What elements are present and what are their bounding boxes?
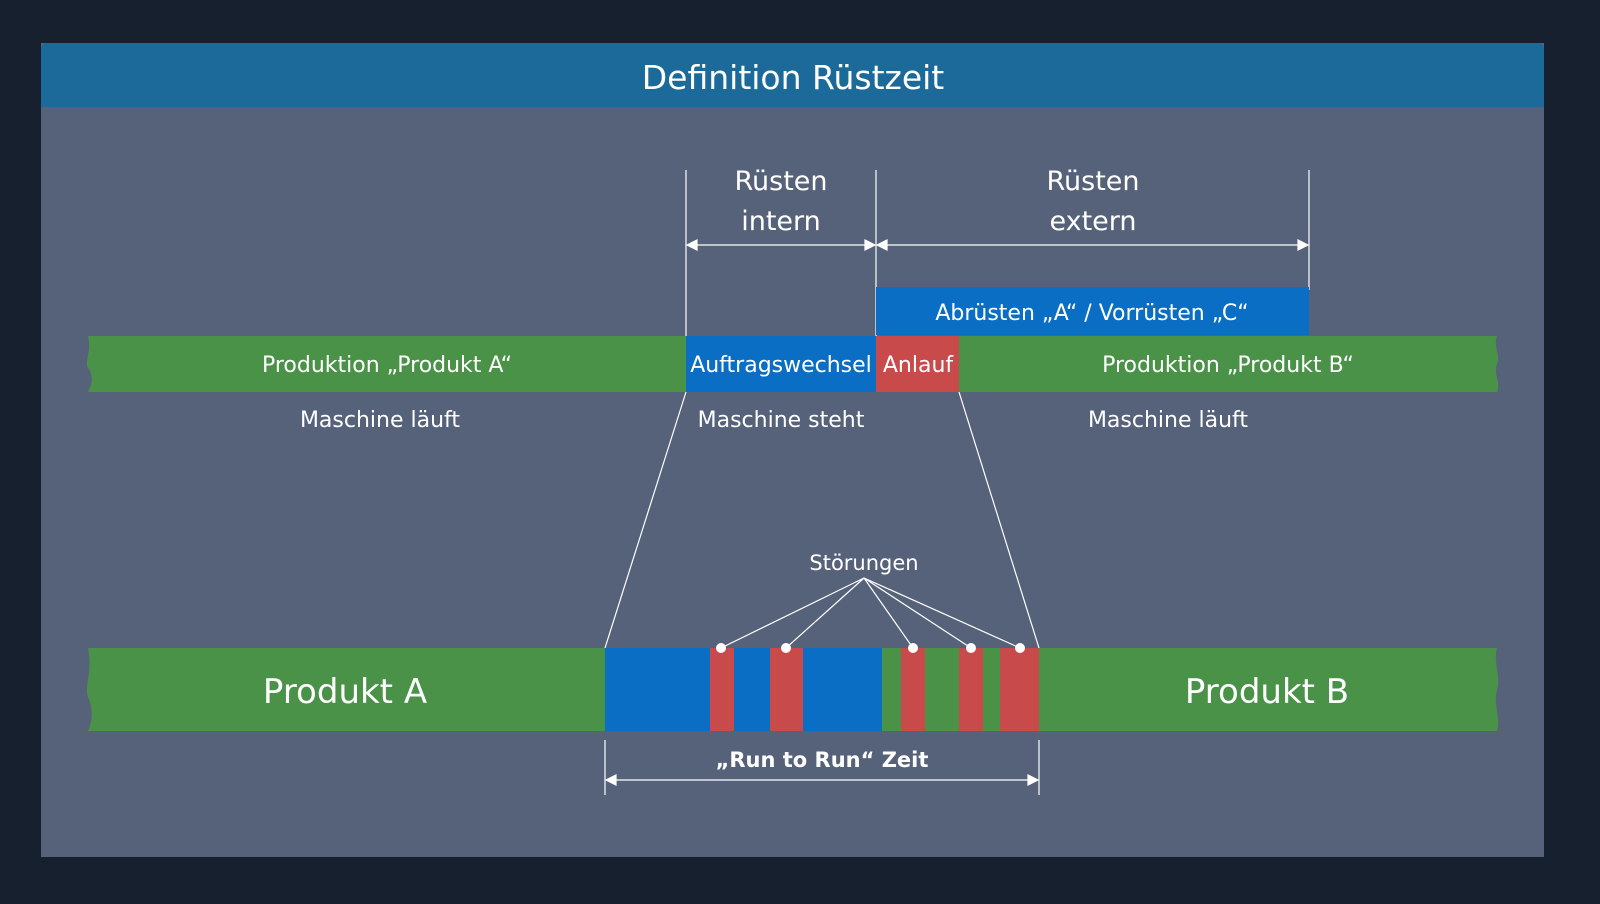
auftragswechsel-segment — [686, 336, 876, 392]
maschine-steht-label: Maschine steht — [698, 408, 865, 433]
abruesten-box — [876, 287, 1309, 335]
detail-green-3 — [983, 648, 1000, 731]
page-title: Definition Rüstzeit — [642, 58, 945, 97]
produkt-b-label: Produkt B — [1185, 672, 1349, 712]
ruesten-intern-line2: intern — [741, 206, 821, 237]
abruesten-label: Abrüsten „A“ / Vorrüsten „C“ — [935, 301, 1248, 326]
produktion-a-segment — [86, 336, 687, 392]
produkt-b-segment — [1039, 648, 1499, 731]
produktion-b-label: Produktion „Produkt B“ — [1102, 353, 1354, 378]
detail-red-1 — [710, 648, 734, 731]
arrow-ruesten-intern — [685, 239, 877, 251]
maschine-laeuft-label-1: Maschine läuft — [300, 408, 460, 433]
maschine-laeuft-label-2: Maschine läuft — [1088, 408, 1248, 433]
auftragswechsel-label: Auftragswechsel — [690, 353, 872, 378]
ruesten-extern-line2: extern — [1049, 206, 1136, 237]
ruesten-extern-line1: Rüsten — [1046, 166, 1139, 197]
produkt-a-label: Produkt A — [263, 672, 427, 712]
produktion-b-segment — [959, 336, 1499, 392]
arrow-ruesten-extern — [875, 239, 1310, 251]
anlauf-segment — [876, 336, 959, 392]
detail-blue-1 — [605, 648, 710, 731]
ruesten-intern-line1: Rüsten — [734, 166, 827, 197]
detail-blue-2 — [734, 648, 770, 731]
zoom-line-right — [958, 391, 1040, 649]
detail-red-4 — [959, 648, 983, 731]
detail-red-2 — [770, 648, 803, 731]
detail-green-2 — [925, 648, 959, 731]
stoerungen-markers — [716, 643, 1025, 653]
stoerungen-pointers — [720, 577, 1021, 649]
title-bar-fill — [41, 80, 1544, 107]
zoom-line-left — [604, 391, 687, 649]
detail-blue-3 — [803, 648, 882, 731]
produkt-a-segment — [86, 648, 606, 731]
arrow-run-to-run — [604, 774, 1040, 786]
produktion-a-label: Produktion „Produkt A“ — [262, 353, 512, 378]
stoerungen-label: Störungen — [809, 551, 918, 575]
detail-green-1 — [882, 648, 901, 731]
detail-red-5 — [1000, 648, 1039, 731]
run-to-run-label: „Run to Run“ Zeit — [716, 748, 929, 772]
anlauf-label: Anlauf — [883, 353, 955, 378]
detail-red-3 — [901, 648, 925, 731]
